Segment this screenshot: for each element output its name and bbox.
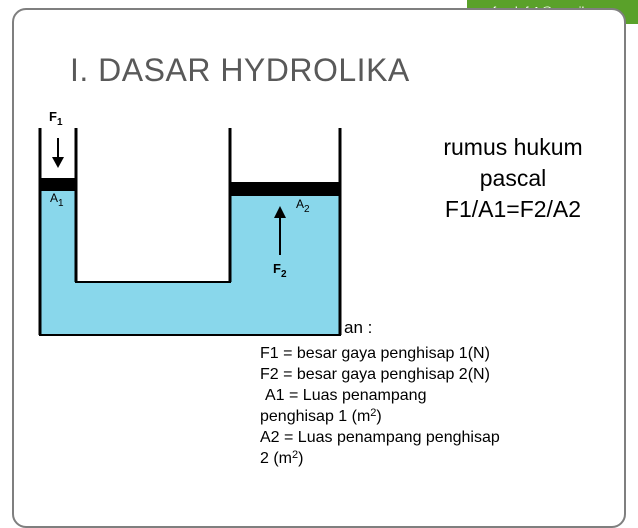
variable-definitions: F1 = besar gaya penghisap 1(N) F2 = besa… [260, 343, 500, 469]
definition-f2: F2 = besar gaya penghisap 2(N) [260, 366, 490, 383]
piston-2 [230, 182, 340, 195]
formula-line-1: rumus hukum [443, 134, 583, 160]
label-f1: F1 [49, 109, 63, 128]
arrow-up-icon [274, 206, 286, 255]
label-a2: A2 [296, 197, 310, 215]
definition-a1-line1: A1 = Luas penampang [265, 387, 427, 404]
formula-line-2: pascal [479, 165, 547, 191]
definition-f1: F1 = besar gaya penghisap 1(N) [260, 345, 490, 362]
pascal-formula: rumus hukum pascal F1/A1=F2/A2 [418, 132, 608, 225]
hydraulic-diagram: F1 A1 A2 F2 [38, 109, 342, 336]
definition-a1-line2: penghisap 1 (m2) [260, 407, 382, 426]
slide-title: I. DASAR HYDROLIKA [70, 52, 410, 88]
label-f2: F2 [273, 261, 287, 280]
notes-heading-fragment: an : [344, 318, 373, 337]
arrow-down-icon [52, 138, 64, 168]
formula-line-3: F1/A1=F2/A2 [444, 196, 582, 222]
piston-1 [40, 178, 76, 190]
label-a1: A1 [50, 191, 64, 209]
definition-a2-line2: 2 (m2) [260, 449, 304, 468]
fluid-body [39, 189, 341, 336]
definition-a2-line1: A2 = Luas penampang penghisap [260, 429, 500, 446]
